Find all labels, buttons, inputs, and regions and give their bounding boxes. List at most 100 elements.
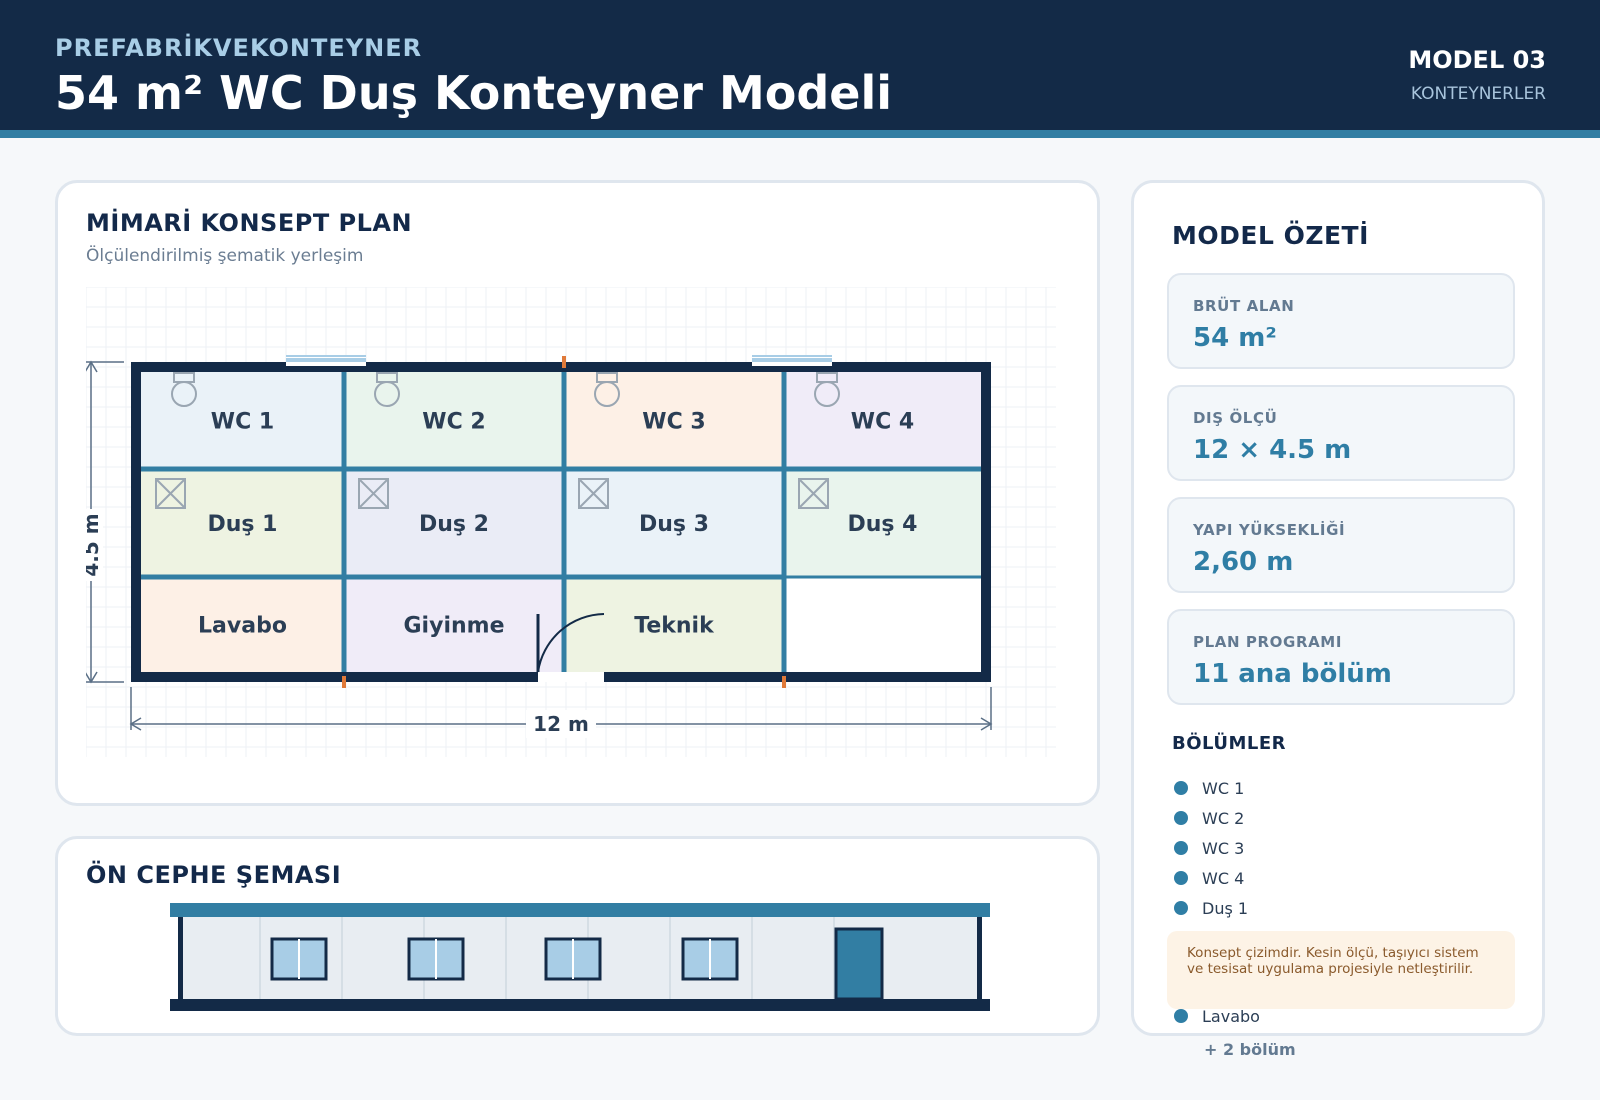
window-glass	[752, 358, 832, 362]
plan-title: MİMARİ KONSEPT PLAN	[86, 209, 413, 237]
room-area	[564, 372, 784, 469]
base-frame	[170, 999, 990, 1011]
shower-tray-icon	[798, 478, 829, 509]
partition-wall	[784, 575, 981, 579]
door-icon	[834, 927, 884, 1001]
dimension-arrow	[86, 671, 98, 684]
stat-label: YAPI YÜKSEKLİĞİ	[1193, 521, 1346, 539]
shower-tray-icon	[358, 478, 389, 509]
sections-title: BÖLÜMLER	[1172, 733, 1287, 754]
room-area	[344, 577, 564, 672]
room-label: Giyinme	[404, 614, 505, 639]
toilet-bowl-icon	[171, 381, 197, 407]
section-name: WC 1	[1202, 778, 1245, 798]
stat-value: 2,60 m	[1193, 547, 1294, 577]
list-item: WC 3	[1172, 833, 1512, 863]
room-label: Duş 3	[639, 512, 709, 537]
section-name: WC 2	[1202, 808, 1245, 828]
partition-wall	[341, 372, 347, 672]
list-item: WC 2	[1172, 803, 1512, 833]
room-label: WC 4	[851, 410, 914, 435]
room-area	[564, 577, 784, 672]
corner-post	[178, 917, 183, 999]
room-area	[344, 372, 564, 469]
dimension-arrow	[86, 360, 98, 373]
bullet-dot	[1174, 1009, 1188, 1023]
dimension-arrow	[129, 717, 142, 731]
shower-tray-icon	[155, 478, 186, 509]
front-elevation-card: ÖN CEPHE ŞEMASI	[55, 836, 1100, 1036]
room-label: Teknik	[634, 614, 715, 639]
model-category: KONTEYNERLER	[1410, 84, 1546, 104]
summary-card: MODEL ÖZETİ BRÜT ALAN 54 m² DIŞ ÖLÇÜ 12 …	[1131, 180, 1545, 1036]
door-swing-arc	[537, 613, 605, 673]
room-label: Duş 1	[208, 512, 278, 537]
empty-area	[784, 577, 981, 672]
stat-value: 12 × 4.5 m	[1193, 435, 1352, 465]
partition-wall	[141, 466, 981, 472]
room-area	[141, 577, 344, 672]
room-area	[141, 372, 344, 469]
section-name: WC 3	[1202, 838, 1245, 858]
stat-outer-size: DIŞ ÖLÇÜ 12 × 4.5 m	[1167, 385, 1515, 481]
stat-gross-area: BRÜT ALAN 54 m²	[1167, 273, 1515, 369]
bullet-dot	[1174, 811, 1188, 825]
stat-label: DIŞ ÖLÇÜ	[1193, 409, 1278, 427]
front-elevation-diagram	[170, 903, 990, 1011]
stat-height: YAPI YÜKSEKLİĞİ 2,60 m	[1167, 497, 1515, 593]
shower-tray-icon	[358, 478, 389, 509]
bullet-dot	[1174, 871, 1188, 885]
section-name: Duş 1	[1202, 898, 1249, 918]
room-label: Lavabo	[198, 614, 287, 639]
room-label: WC 3	[642, 410, 705, 435]
floor-plan-diagram: WC 1 WC 2 WC 3 WC 4 Duş 1 Duş 2 Duş 3 Duş 4 Lava…	[86, 287, 1056, 757]
room-label: Duş 4	[848, 512, 918, 537]
room-label: Duş 2	[419, 512, 489, 537]
list-item: WC 1	[1172, 773, 1512, 803]
window-glass	[286, 358, 366, 362]
shower-tray-icon	[155, 478, 186, 509]
stat-label: PLAN PROGRAMI	[1193, 633, 1343, 651]
accent-marker	[342, 676, 346, 688]
shower-tray-icon	[578, 478, 609, 509]
shower-tray-icon	[578, 478, 609, 509]
partition-wall	[781, 372, 787, 672]
stat-value: 11 ana bölüm	[1193, 659, 1392, 689]
model-code: MODEL 03	[1408, 46, 1546, 74]
page-title: 54 m² WC Duş Konteyner Modeli	[55, 66, 893, 120]
shower-tray-icon	[798, 478, 829, 509]
toilet-bowl-icon	[594, 381, 620, 407]
accent-marker	[562, 356, 566, 368]
list-item: Duş 1	[1172, 893, 1512, 923]
stat-value: 54 m²	[1193, 323, 1277, 353]
summary-title: MODEL ÖZETİ	[1172, 221, 1369, 250]
door-opening	[538, 672, 604, 682]
list-item: WC 4	[1172, 863, 1512, 893]
section-name: WC 4	[1202, 868, 1245, 888]
dimension-label-bg	[86, 509, 103, 581]
front-title: ÖN CEPHE ŞEMASI	[86, 861, 342, 889]
partition-wall	[561, 372, 567, 672]
room-label: WC 1	[211, 410, 274, 435]
more-sections-link[interactable]: + 2 bölüm	[1204, 1040, 1296, 1059]
room-area	[784, 469, 981, 577]
disclaimer-note: Konsept çizimdir. Kesin ölçü, taşıyıcı s…	[1167, 931, 1515, 1009]
plan-subtitle: Ölçülendirilmiş şematik yerleşim	[86, 246, 364, 266]
roof-band	[170, 903, 990, 917]
stat-label: BRÜT ALAN	[1193, 297, 1295, 315]
brand-name: PREFABRİKVEKONTEYNER	[55, 34, 423, 62]
dimension-label-bg	[526, 710, 596, 738]
section-name: Lavabo	[1202, 1006, 1260, 1026]
room-label: WC 2	[422, 410, 485, 435]
bullet-dot	[1174, 781, 1188, 795]
room-area	[141, 469, 344, 577]
list-item: Lavabo	[1172, 1001, 1260, 1031]
bullet-dot	[1174, 901, 1188, 915]
accent-marker	[782, 676, 786, 688]
plan-card: MİMARİ KONSEPT PLAN Ölçülendirilmiş şema…	[55, 180, 1100, 806]
toilet-bowl-icon	[374, 381, 400, 407]
page-header: PREFABRİKVEKONTEYNER 54 m² WC Duş Kontey…	[0, 0, 1600, 138]
dimension-arrow	[980, 717, 993, 731]
stat-plan-program: PLAN PROGRAMI 11 ana bölüm	[1167, 609, 1515, 705]
